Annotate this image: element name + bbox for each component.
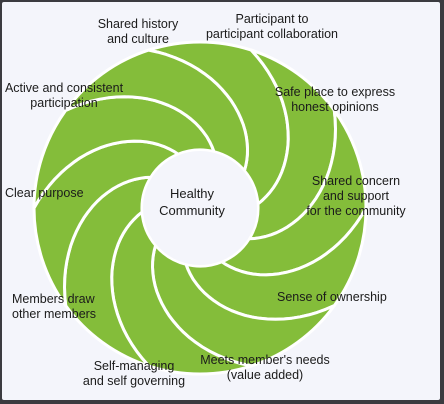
ring-center: [143, 151, 257, 265]
segment-label-line: Meets member's needs: [200, 353, 330, 367]
segment-label-line: and culture: [107, 32, 169, 46]
segment-label-ownership: Sense of ownership: [277, 290, 387, 305]
segment-label-line: and self governing: [82, 374, 186, 388]
segment-label-line: participant collaboration: [205, 27, 339, 41]
segment-label-participation: Active and consistent participation: [0, 81, 128, 111]
segment-label-line: Clear purpose: [5, 186, 84, 200]
segment-label-clear-purpose: Clear purpose: [5, 186, 84, 201]
segment-label-self-managing: Self-managing and self governing: [76, 359, 192, 389]
segment-label-line: Participant to: [235, 12, 309, 26]
center-label-line1: Healthy: [169, 186, 215, 201]
ring-segment: [64, 48, 249, 173]
segment-label-shared-concern: Shared concern and support for the commu…: [300, 174, 412, 219]
segment-label-line: (value added): [226, 368, 304, 382]
segment-label-line: other members: [12, 307, 97, 321]
segment-label-line: for the community: [306, 204, 406, 218]
segment-label-line: Safe place to express: [274, 85, 396, 99]
segment-label-line: Shared concern: [311, 174, 401, 188]
segment-label-shared-history: Shared history and culture: [86, 17, 190, 47]
center-label-line2: Community: [159, 203, 225, 218]
segment-label-line: honest opinions: [291, 100, 379, 114]
segment-label-line: Shared history: [97, 17, 179, 31]
segment-label-member-needs: Meets member's needs (value added): [196, 353, 334, 383]
segment-label-line: Members draw: [12, 292, 95, 306]
segment-label-line: Sense of ownership: [277, 290, 387, 304]
segment-label-line: and support: [322, 189, 390, 203]
segment-label-line: Self-managing: [93, 359, 175, 373]
segment-label-members-draw: Members draw other members: [12, 292, 96, 322]
segment-label-line: participation: [30, 96, 98, 110]
segment-label-safe-place: Safe place to express honest opinions: [270, 85, 400, 115]
center-label: Healthy Community: [152, 185, 232, 219]
segment-label-line: Active and consistent: [4, 81, 124, 95]
segment-label-collaboration: Participant to participant collaboration: [196, 12, 348, 42]
